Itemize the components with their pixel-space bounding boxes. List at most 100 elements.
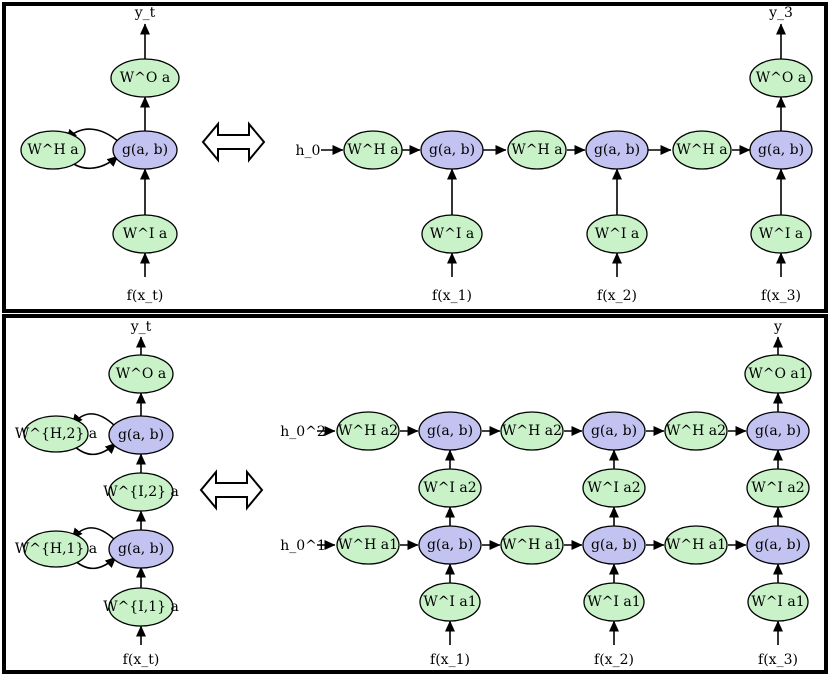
input-weight-node-2 (582, 468, 646, 508)
initial-state-label: h_0 (296, 143, 321, 159)
input-weight-label-1: W^I a1 (423, 594, 476, 610)
combine-label: g(a, b) (429, 142, 475, 158)
combine-label-2: g(a, b) (755, 423, 801, 439)
top-equivalence-arrow (201, 121, 266, 163)
input-weight-node (586, 214, 648, 254)
output-label: y_t (134, 5, 156, 21)
combine-node (112, 130, 178, 170)
input-weight-label: W^I a (759, 226, 803, 242)
combine-node-2 (108, 415, 174, 455)
hidden-weight-node-2 (23, 415, 89, 453)
output-weight-label: W^O a (116, 366, 166, 382)
input-weight-label: W^I a (123, 226, 167, 242)
input-weight-node (421, 214, 483, 254)
input-weight-node-1 (108, 587, 174, 627)
hidden-weight-node-2 (664, 411, 728, 451)
input-weight-label: W^I a (430, 226, 474, 242)
output-weight-node (110, 58, 180, 98)
input-label: f(x_3) (758, 652, 798, 668)
output-weight-label: W^O a (120, 70, 170, 86)
input-label: f(x_t) (123, 652, 160, 668)
combine-node (585, 130, 649, 170)
top-panel-edges (65, 23, 787, 277)
bottom-panel-edges (71, 336, 784, 645)
bottom-equivalence-arrow (199, 469, 264, 511)
hidden-weight-node (20, 130, 86, 170)
input-weight-label-2: W^I a2 (423, 480, 476, 496)
hidden-weight-label-2: W^H a2 (666, 423, 726, 439)
hidden-weight-node-1 (664, 525, 728, 565)
combine-node-1 (108, 529, 174, 569)
hidden-weight-label: W^H a (676, 142, 727, 158)
hidden-weight-node-1 (336, 525, 400, 565)
input-weight-node-2 (108, 472, 174, 512)
double-arrow-icon (201, 121, 266, 163)
input-label: f(x_t) (127, 288, 164, 304)
top-folded-rnn: y_t W^O a W^H a g(a, b) W^I a f(x_t) (20, 5, 180, 304)
initial-state-label-1: h_0^1 (280, 538, 326, 554)
combine-node-1 (582, 525, 646, 565)
output-weight-node (108, 354, 174, 394)
hidden-weight-node (672, 130, 732, 170)
output-label: y_t (130, 319, 152, 335)
hidden-weight-node-2 (336, 411, 400, 451)
combine-label: g(a, b) (594, 142, 640, 158)
output-weight-node (744, 354, 812, 394)
bottom-folded-rnn: y_t W^O a W^{H,2} a g(a, b) W^{I,2} a W^… (15, 319, 179, 668)
output-label: y (773, 319, 782, 335)
top-panel-frame (2, 2, 828, 313)
hidden-weight-label-2: W^H a2 (338, 423, 398, 439)
output-label: y_3 (768, 5, 793, 21)
combine-label-1: g(a, b) (118, 541, 164, 557)
combine-node-2 (418, 411, 482, 451)
input-weight-node (750, 214, 812, 254)
combine-label-1: g(a, b) (427, 537, 473, 553)
hidden-weight-label-2: W^{H,2} a (15, 426, 97, 442)
input-label: f(x_1) (430, 652, 470, 668)
input-weight-node-1 (419, 582, 481, 622)
hidden-weight-label-1: W^H a1 (502, 537, 562, 553)
hidden-weight-node-2 (500, 411, 564, 451)
input-label: f(x_1) (432, 288, 472, 304)
double-arrow-icon (199, 469, 264, 511)
initial-state-label-2: h_0^2 (280, 424, 326, 440)
hidden-weight-node-1 (500, 525, 564, 565)
input-label: f(x_2) (597, 288, 637, 304)
input-weight-node (112, 214, 178, 254)
bottom-unrolled-rnn: h_0^2 h_0^1 W^H a2 g(a, b) W^I a2 W^H a1… (280, 319, 812, 668)
input-weight-label-1: W^{I,1} a (103, 599, 179, 615)
input-weight-node-1 (747, 582, 809, 622)
combine-node-1 (418, 525, 482, 565)
top-unrolled-rnn: h_0 W^H a g(a, b) W^I a f(x_1) W^H a g(a… (296, 5, 813, 304)
hidden-weight-label-1: W^{H,1} a (15, 541, 97, 557)
hidden-weight-node (343, 130, 403, 170)
hidden-weight-label-1: W^H a1 (338, 537, 398, 553)
input-weight-label-1: W^I a1 (587, 594, 640, 610)
bottom-panel-frame (2, 314, 828, 674)
input-weight-label-2: W^I a2 (587, 480, 640, 496)
combine-label: g(a, b) (122, 142, 168, 158)
combine-node-2 (746, 411, 810, 451)
hidden-weight-label-1: W^H a1 (666, 537, 726, 553)
combine-node (420, 130, 484, 170)
hidden-weight-label: W^H a (27, 142, 78, 158)
input-label: f(x_3) (761, 288, 801, 304)
output-weight-label: W^O a1 (748, 366, 807, 382)
input-weight-node-2 (418, 468, 482, 508)
combine-label-2: g(a, b) (591, 423, 637, 439)
combine-node (749, 130, 813, 170)
input-weight-node-2 (746, 468, 810, 508)
hidden-weight-label-2: W^H a2 (502, 423, 562, 439)
combine-label-1: g(a, b) (591, 537, 637, 553)
combine-label: g(a, b) (758, 142, 804, 158)
hidden-weight-node-1 (23, 530, 89, 568)
input-weight-node-1 (583, 582, 645, 622)
hidden-weight-label: W^H a (347, 142, 398, 158)
combine-node-1 (746, 525, 810, 565)
input-weight-label: W^I a (595, 226, 639, 242)
input-label: f(x_2) (594, 652, 634, 668)
combine-label-1: g(a, b) (755, 537, 801, 553)
combine-label-2: g(a, b) (118, 427, 164, 443)
output-weight-label: W^O a (756, 70, 806, 86)
